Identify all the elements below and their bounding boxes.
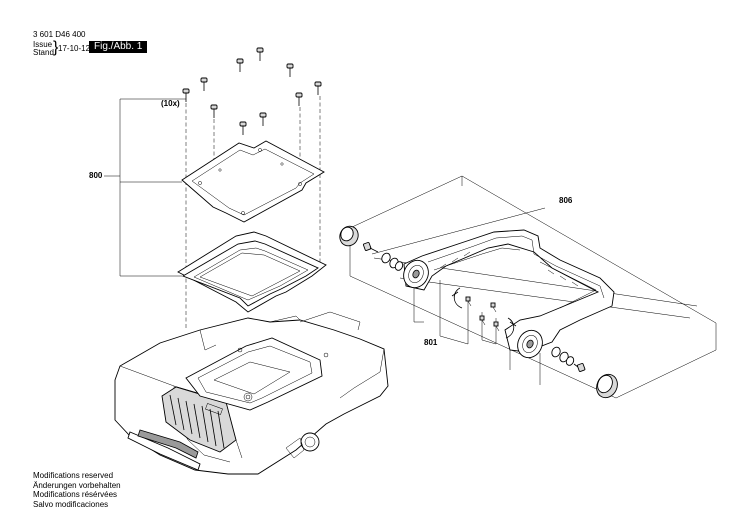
cooling-fins [169, 394, 225, 449]
screw [210, 104, 218, 118]
screw [286, 63, 294, 77]
small-screw [490, 302, 497, 313]
washer [551, 346, 561, 358]
right-knob [596, 373, 618, 399]
footer-line-es: Salvo modificaciones [33, 499, 109, 509]
callout-800-leader [104, 98, 186, 277]
washer [394, 261, 404, 271]
main-housing [114, 311, 389, 475]
bracket-leader-lines [349, 175, 717, 399]
footer-line-en: Modifications reserved [33, 471, 114, 480]
small-screw [465, 296, 472, 307]
screw [236, 58, 244, 72]
small-screw [493, 321, 500, 332]
screw [314, 81, 322, 95]
screw [259, 112, 267, 126]
screw [239, 121, 247, 135]
washer [565, 356, 575, 366]
callout-800: 800 [89, 171, 103, 180]
lens-cover-plate [181, 140, 325, 223]
issue-date: 17-10-12 [58, 44, 91, 53]
modifications-notice: Modifications reserved Änderungen vorbeh… [33, 471, 121, 509]
footer-line-fr: Modifications résérvées [33, 490, 118, 499]
left-knob [339, 225, 359, 247]
part-number: 3 601 D46 400 [33, 30, 86, 39]
retaining-clip [451, 287, 463, 309]
retaining-clip [505, 317, 517, 339]
seal-frame [177, 231, 327, 313]
screw [256, 47, 264, 61]
washer [381, 252, 391, 264]
small-screw [479, 315, 486, 326]
screw-group [182, 47, 322, 135]
brace-glyph: } [53, 39, 59, 56]
right-screw [573, 362, 586, 372]
screw [295, 92, 303, 106]
screw [182, 88, 190, 102]
figure-label: Fig./Abb. 1 [89, 41, 148, 53]
stand-label: Stand [33, 48, 54, 57]
left-screw [362, 241, 379, 253]
callout-806: 806 [559, 196, 573, 205]
issue-stand-labels: Issue Stand [33, 41, 54, 57]
footer-line-de: Änderungen vorbehalten [33, 480, 121, 490]
mounting-bracket [403, 229, 615, 359]
callout-screw-qty: (10x) [161, 99, 180, 108]
screw [200, 77, 208, 91]
callout-801: 801 [424, 338, 438, 347]
issue-label: Issue [33, 40, 53, 49]
